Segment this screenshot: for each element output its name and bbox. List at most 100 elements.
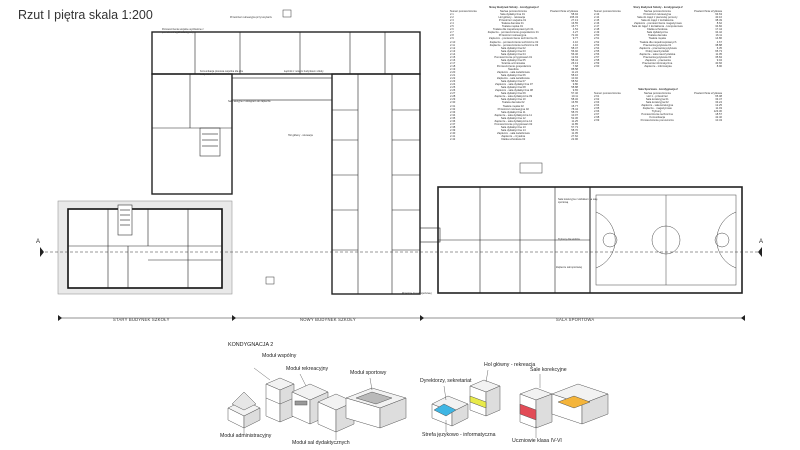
room-name: Zaplecze - pracownia językowa (639, 46, 677, 50)
room-number: 2.50 (594, 34, 600, 38)
room-number: 2.12 (450, 46, 456, 50)
room-area: 88.58 (571, 67, 578, 71)
room-name: Sala korekcyjna 02 (645, 101, 669, 105)
room-name: Sala dydaktyczna 04 (500, 52, 526, 56)
room-name: Zaplecze - sala świetlicowa (497, 131, 530, 135)
room-area: 123.30 (713, 110, 722, 114)
label-modul-dydaktyczny: Moduł sal dydaktycznych (292, 440, 350, 446)
room-name: Komunikacja (649, 116, 665, 120)
room-number: 2.49 (594, 31, 600, 35)
room-name: Klatka schodowa (647, 28, 668, 32)
room-number: 2.43 (594, 13, 600, 17)
room-area: 11.05 (571, 131, 578, 135)
room-area: 52.36 (571, 116, 578, 120)
room-area: 15.77 (571, 104, 578, 108)
room-name: Toaleta męska 01 (501, 25, 524, 29)
room-name: Sala dydaktyczna 12 (500, 116, 526, 120)
room-area: 9.80 (572, 83, 578, 87)
room-area: 9.04 (716, 58, 722, 62)
room-area: 4.10 (572, 40, 578, 44)
room-number: 2.54 (594, 46, 600, 50)
room-number: 2.1 (450, 13, 454, 17)
room-name: Pomieszczenie techniczne (641, 113, 674, 117)
room-name: Zaplecze - sala korekcyjna (641, 104, 674, 108)
room-number: 2.5 (450, 25, 454, 29)
room-area: 15.77 (571, 25, 578, 29)
room-number: 2.53 (594, 43, 600, 47)
room-area: 10.02 (571, 77, 578, 81)
room-number: 2.58 (594, 58, 600, 62)
room-name: Pokój nauczycielski (645, 49, 669, 53)
table-row: 2.40 Zaplecze - sala świetlicowa 11.05 (450, 132, 578, 135)
room-area: 58.47 (571, 46, 578, 50)
room-area: 57.73 (571, 125, 578, 129)
room-number: 2.37 (450, 122, 456, 126)
table-row: 2.50 Toaleta damska 16.11 (594, 34, 722, 37)
room-number: 2.40 (450, 131, 456, 135)
room-name: Sala dydaktyczna 08 (500, 86, 526, 90)
room-number: 2.27 (450, 92, 456, 96)
room-area: 7.68 (572, 64, 578, 68)
room-area: 65.73 (715, 49, 722, 53)
room-number: 2.69 (594, 119, 600, 123)
room-area: 16.55 (571, 101, 578, 105)
room-area: 12.63 (571, 55, 578, 59)
room-name: Zaplecze - sala nauczycielska (639, 52, 676, 56)
room-name: Sala do zajęć z pierwszej pomocy (637, 16, 678, 20)
room-name: Zaplecze - sala dydaktyczna 07 (495, 83, 533, 87)
room-number: 2.63 (594, 101, 600, 105)
room-name: Sala dydaktyczna 02 (500, 46, 526, 50)
section-stary: STARY BUDYNEK SZKOŁY (113, 317, 170, 322)
room-name: Toaleta damska (647, 34, 667, 38)
room-number: 2.25 (450, 86, 456, 90)
room-number: 2.52 (594, 40, 600, 44)
callout-10: Przejście do sali sportowej (402, 292, 432, 295)
section-mark-left: A (36, 239, 41, 245)
room-number: 2.38 (450, 125, 456, 129)
room-number: 2.21 (450, 74, 456, 78)
label-modul-administracyjny: Moduł administracyjny (220, 433, 272, 439)
label-modul-wspolny: Moduł wspólny (262, 353, 297, 359)
room-area: 34.82 (715, 25, 722, 29)
table-header: Numer pomieszczenia Nazwa pomieszczenia … (594, 10, 722, 13)
room-number: 2.8 (450, 34, 454, 38)
room-name: Sala dydaktyczna 05 (500, 58, 526, 62)
room-name: Toaleta damska 01 (501, 22, 524, 26)
room-area: 42.40 (715, 116, 722, 120)
room-number: 2.34 (450, 113, 456, 117)
room-name: Pomieszczenie pomocnicze (640, 119, 674, 123)
room-area: 33.24 (715, 101, 722, 105)
room-name: Przestrzeń rekreacyjna (643, 13, 671, 17)
room-name: Zaplecze - sala świetlicowa (496, 77, 530, 81)
room-number: 2.28 (450, 95, 456, 99)
room-number: 2.22 (450, 77, 456, 81)
room-area: 11.03 (715, 107, 722, 111)
room-area: 56.46 (571, 52, 578, 56)
room-number: 2.4 (450, 22, 454, 26)
room-area: 16.11 (715, 34, 722, 38)
room-name: Sala dydaktyczna 14 (500, 128, 526, 132)
room-number: 2.46 (594, 22, 600, 26)
label-sale-korekcyjne: Sale korekcyjne (530, 367, 567, 373)
room-number: 2.9 (450, 37, 454, 41)
